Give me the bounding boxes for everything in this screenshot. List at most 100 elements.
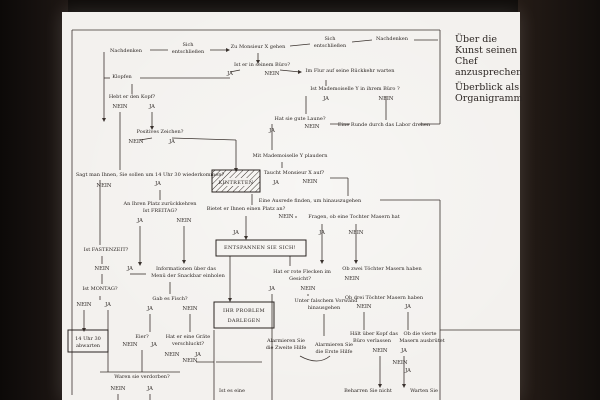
flow-node-label: JA bbox=[272, 180, 279, 186]
flow-node-label: JA bbox=[226, 71, 233, 77]
enter-box-label-bg bbox=[226, 178, 250, 186]
flow-node-label: KINTRETEN bbox=[219, 180, 254, 186]
flow-node-label: Sagt man Ihnen, Sie sollen um 14 Uhr 30 … bbox=[76, 172, 225, 178]
flow-node-label: Alarmieren Sie bbox=[314, 342, 353, 348]
flow-node-label: Ob zwei Töchter Masern haben bbox=[342, 266, 422, 272]
flow-node-label: Gesicht? bbox=[289, 276, 311, 282]
flow-node-label: JA bbox=[154, 181, 161, 187]
flow-node-label: NEIN bbox=[165, 352, 180, 358]
flow-node-label: NEIN bbox=[265, 71, 280, 77]
flow-node-label: NEIN bbox=[183, 358, 198, 364]
flow-node-label: JA bbox=[104, 302, 111, 308]
flow-node-label: Hat er eine Gräte bbox=[166, 334, 211, 340]
flow-node-label: Nachdenken bbox=[376, 36, 409, 42]
flow-node-label: entschließen bbox=[172, 49, 205, 55]
side-title: Über die Kunst seinen Chef anzusprechen bbox=[455, 34, 523, 78]
flow-node-label: Menü der Snackbar einholen bbox=[151, 273, 225, 279]
flow-node-label: NEIN bbox=[183, 306, 198, 312]
flow-node-label: JA bbox=[268, 286, 275, 292]
flow-node-label: Klopfen bbox=[112, 74, 132, 80]
projection-screen bbox=[62, 12, 520, 400]
flow-node-label: JA bbox=[404, 304, 411, 310]
flow-node-label: NEIN bbox=[95, 266, 110, 272]
flow-node-label: ENTSPANNEN SIE SICH! bbox=[224, 245, 296, 251]
flow-node-label: NEIN bbox=[301, 286, 316, 292]
flow-node-label: JA bbox=[150, 342, 157, 348]
flow-node-label: NEIN bbox=[123, 342, 138, 348]
flow-node-label: entschließen bbox=[314, 43, 347, 49]
flow-node-label: Informationen über das bbox=[156, 266, 216, 272]
dark-wall-left bbox=[0, 0, 68, 400]
flow-node-label: Bietet er Ihnen einen Platz an? bbox=[207, 206, 286, 212]
problem-box bbox=[213, 301, 275, 329]
flow-node-label: NEIN bbox=[77, 302, 92, 308]
flow-node-label: NEIN bbox=[129, 139, 144, 145]
flow-node-label: JA bbox=[168, 139, 175, 145]
flow-node-label: JA bbox=[126, 266, 133, 272]
flow-node-label: Ist er in seinem Büro? bbox=[234, 62, 290, 68]
flow-node-label: 14 Uhr 30 bbox=[75, 336, 101, 342]
flow-node-label: Ist FASTENZEIT? bbox=[84, 247, 129, 253]
flow-node-label: Warten Sie bbox=[410, 388, 438, 394]
flow-node-label: Hebt er den Kopf? bbox=[109, 94, 156, 100]
flow-node-label: Ist FREITAG? bbox=[143, 208, 178, 214]
flow-node-label: Mit Mademoiselle Y plaudern bbox=[253, 153, 329, 159]
flow-node-label: Sich bbox=[324, 36, 336, 42]
flow-node-label: Taucht Monsieur X auf? bbox=[264, 170, 325, 176]
flow-node-label: Nachdenken bbox=[110, 48, 143, 54]
flow-node-label: NEIN bbox=[111, 386, 126, 392]
wait-box bbox=[67, 329, 109, 353]
flow-node-label: An Ihren Platz zurückkehren bbox=[122, 201, 197, 207]
flow-node-label: Fragen, ob eine Tochter Masern hat bbox=[308, 214, 400, 220]
flow-node-label: Eine Runde durch das Labor drehen bbox=[338, 122, 431, 128]
flow-node-label: JA bbox=[400, 348, 407, 354]
flow-node-label: Ist Mademoiselle Y in ihrem Büro ? bbox=[310, 86, 400, 92]
flow-node-label: NEIN bbox=[303, 179, 318, 185]
flow-node-label: die Erste Hilfe bbox=[316, 349, 353, 355]
flow-node-label: Gab es Fisch? bbox=[152, 296, 188, 302]
flow-node-label: JA bbox=[136, 218, 143, 224]
flow-node-label: Positives Zeichen? bbox=[137, 129, 184, 135]
flow-node-label: Unter falschem Vorwand bbox=[295, 298, 359, 304]
dark-wall-right bbox=[518, 0, 600, 400]
side-subtitle: Überblick als Organigramm bbox=[455, 82, 523, 104]
flow-node-label: JA bbox=[318, 230, 325, 236]
flow-node-label: NEIN bbox=[97, 183, 112, 189]
flow-node-label: Ob drei Töchter Masern haben bbox=[345, 295, 424, 301]
flow-node-label: NEIN bbox=[373, 348, 388, 354]
screen-glow bbox=[62, 12, 520, 400]
flow-node-label: JA bbox=[194, 352, 201, 358]
flow-boxes bbox=[67, 169, 307, 353]
flow-node-label: Ist MONTAG? bbox=[82, 286, 117, 292]
flow-node-label: Im Flur auf seine Rückkehr warten bbox=[306, 68, 396, 74]
flow-node-label: Masern ausbrütet bbox=[399, 338, 444, 344]
flow-node-label: Zu Monsieur X gehen bbox=[231, 44, 286, 50]
flow-node-label: Beharren Sie nicht bbox=[344, 388, 392, 394]
flow-node-label: JA bbox=[148, 104, 155, 110]
flow-node-label: Sich bbox=[182, 42, 194, 48]
flow-node-label: Hat sie gute Laune? bbox=[274, 116, 325, 122]
flow-node-label: Büro verlassen bbox=[353, 338, 392, 344]
flow-node-label: Alarmieren Sie bbox=[266, 338, 305, 344]
flow-node-label: abwarten bbox=[76, 343, 101, 349]
flow-node-label: JA bbox=[146, 306, 153, 312]
flow-node-label: JA bbox=[232, 230, 239, 236]
flow-node-label: IHR PROBLEM bbox=[223, 308, 265, 314]
flow-node-label: NEIN bbox=[113, 104, 128, 110]
flow-node-label: JA bbox=[268, 128, 275, 134]
flow-node-label: verschluckt? bbox=[171, 341, 204, 347]
flow-node-label: Hält über Kopf das bbox=[350, 331, 398, 337]
flow-node-label: NEIN bbox=[379, 96, 394, 102]
flow-node-label: NEIN bbox=[279, 214, 294, 220]
flow-node-label: Eier? bbox=[135, 334, 149, 340]
flow-node-label: Hat er rote Flecken im bbox=[273, 269, 331, 275]
flow-node-label: die Zweite Hilfe bbox=[266, 345, 307, 351]
flow-node-label: Ob die vierte bbox=[404, 331, 437, 337]
flow-node-label: NEIN bbox=[349, 230, 364, 236]
flow-node-label: hinausgehen bbox=[308, 305, 341, 311]
flow-node-label: NEIN bbox=[393, 360, 408, 366]
flow-node-label: JA bbox=[404, 368, 411, 374]
